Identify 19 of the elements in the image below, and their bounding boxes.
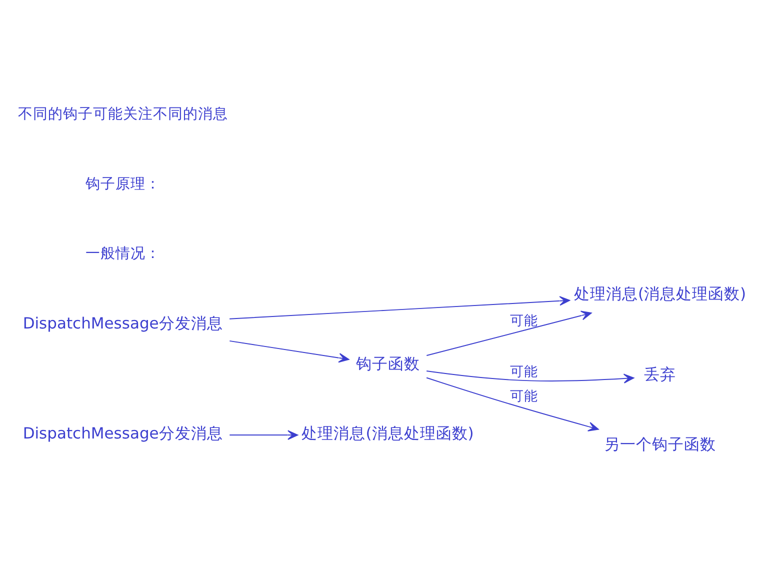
- arrow: [229, 340, 350, 363]
- arrow: [229, 430, 298, 440]
- edge-label: 可能: [510, 388, 538, 404]
- label: 钩子原理：: [85, 176, 160, 192]
- node-text: 丢弃: [644, 366, 676, 384]
- arrow: [426, 310, 592, 356]
- label: 不同的钩子可能关注不同的消息: [18, 106, 228, 123]
- node-text: 处理消息(消息处理函数): [302, 424, 474, 443]
- node-text: 钩子函数: [356, 354, 420, 373]
- arrow: [426, 377, 599, 432]
- node-text: 处理消息(消息处理函数): [574, 285, 746, 304]
- label: 一般情况：: [85, 246, 160, 262]
- arrow: [426, 370, 634, 384]
- edge-label: 可能: [510, 312, 538, 329]
- node-text: 另一个钩子函数: [604, 435, 716, 454]
- arrow: [229, 296, 570, 320]
- node-text: DispatchMessage分发消息: [22, 424, 223, 443]
- edge-label: 可能: [510, 364, 538, 380]
- node-text: DispatchMessage分发消息: [22, 314, 223, 332]
